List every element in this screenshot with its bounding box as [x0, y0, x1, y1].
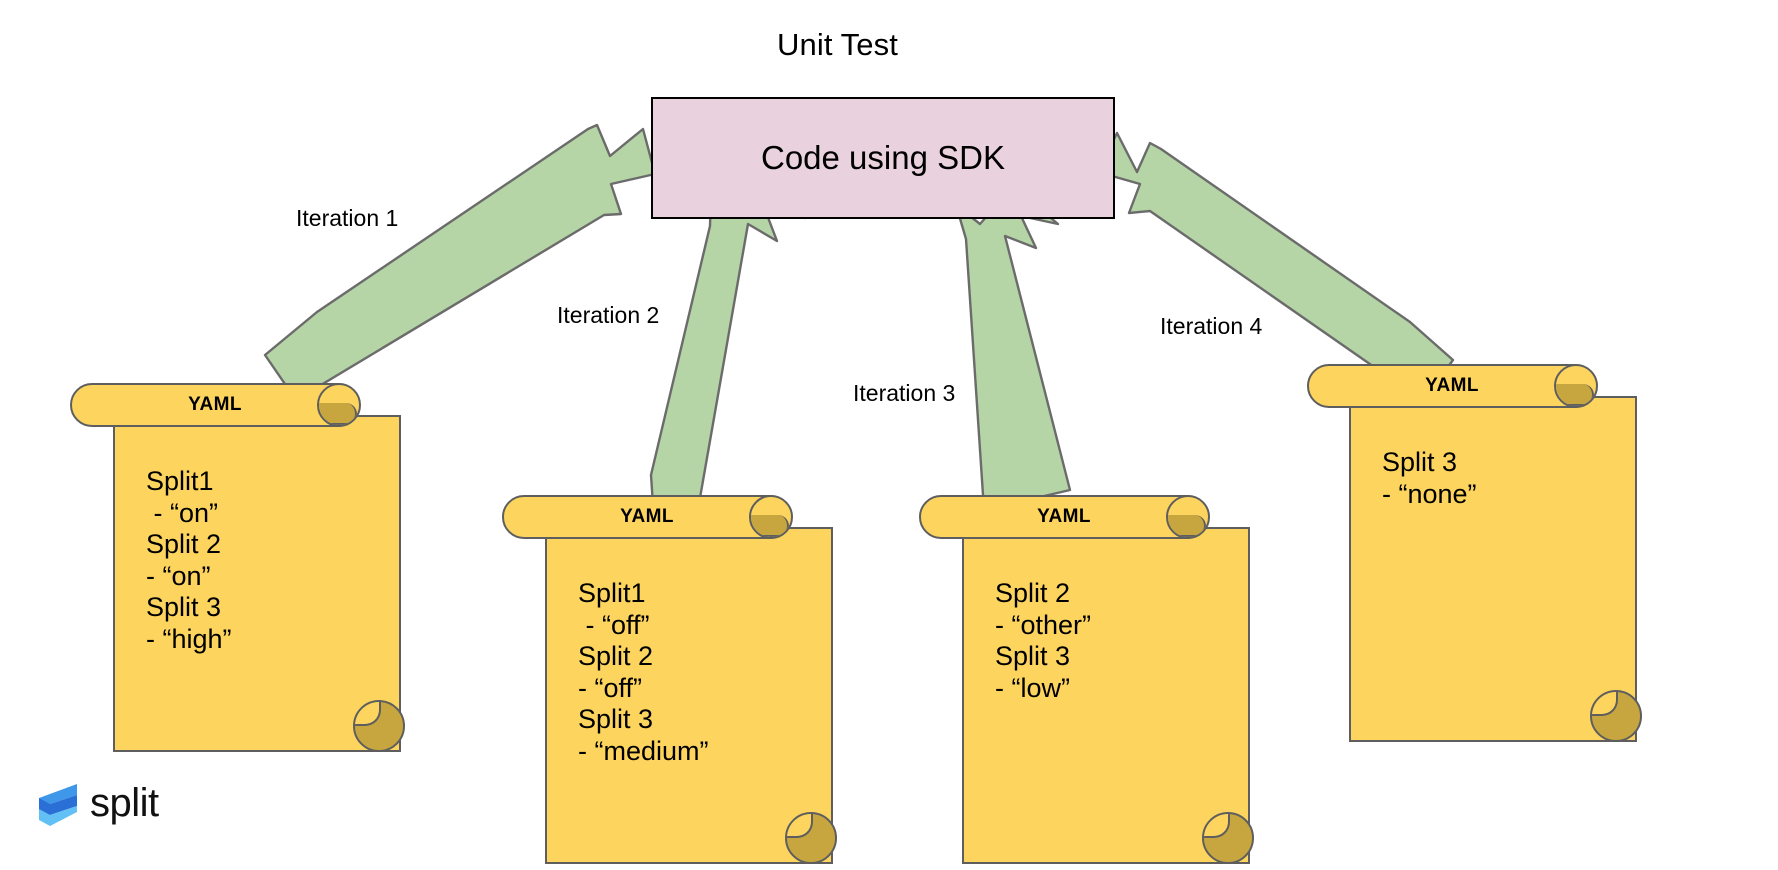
split-lightning-logo-icon [39, 784, 77, 826]
yaml-2-line-4: Split 3 [578, 704, 654, 735]
yaml-1-line-3: - “on” [146, 560, 211, 591]
yaml-document-3-body [962, 527, 1250, 864]
yaml-document-2-top-curl-icon [749, 495, 793, 539]
iteration-2-label: Iteration 2 [557, 302, 660, 328]
arrow-iteration-4 [1096, 131, 1455, 403]
yaml-document-2-bottom-curl-icon [785, 812, 837, 864]
yaml-2-line-5: - “medium” [578, 735, 709, 766]
yaml-document-1-text: Split1 - “on” Split 2 - “on” Split 3 - “… [146, 466, 232, 655]
yaml-4-line-0: Split 3 [1382, 447, 1458, 477]
yaml-document-1-top-curl-icon [317, 383, 361, 427]
yaml-document-2-text: Split1 - “off” Split 2 - “off” Split 3 -… [578, 578, 709, 767]
yaml-document-1-header: YAML [70, 383, 360, 427]
brand-wordmark: split [90, 781, 159, 825]
yaml-document-3-header-label: YAML [1037, 506, 1091, 527]
yaml-2-line-3: - “off” [578, 672, 643, 703]
arrow-iteration-2 [649, 180, 807, 522]
yaml-3-line-2: Split 3 [995, 641, 1071, 672]
yaml-document-1-header-label: YAML [188, 394, 242, 415]
yaml-document-1-body [113, 415, 401, 752]
yaml-1-line-5: - “high” [146, 623, 232, 654]
brand-logo: split [36, 781, 159, 829]
yaml-2-line-0: Split1 [578, 578, 646, 608]
yaml-document-3-top-curl-icon [1166, 495, 1210, 539]
yaml-document-3-bottom-curl-icon [1202, 812, 1254, 864]
yaml-2-line-2: Split 2 [578, 641, 654, 672]
yaml-document-3-header: YAML [919, 495, 1209, 539]
yaml-document-2-header-label: YAML [620, 506, 674, 527]
yaml-document-2-body [545, 527, 833, 864]
iteration-3-label: Iteration 3 [853, 380, 956, 406]
yaml-document-4-body [1349, 396, 1637, 742]
arrow-iteration-3 [954, 184, 1072, 512]
yaml-4-line-1: - “none” [1382, 478, 1477, 509]
yaml-3-line-3: - “low” [995, 672, 1070, 703]
yaml-3-line-0: Split 2 [995, 578, 1071, 608]
yaml-document-3-text: Split 2 - “other” Split 3 - “low” [995, 578, 1091, 704]
yaml-3-line-1: - “other” [995, 609, 1092, 640]
page-title: Unit Test [777, 27, 898, 62]
iteration-4-label: Iteration 4 [1160, 313, 1263, 339]
yaml-1-line-1: - “on” [146, 497, 219, 528]
yaml-document-4-text: Split 3 - “none” [1382, 447, 1477, 510]
yaml-document-4-header: YAML [1307, 364, 1597, 408]
yaml-document-4-header-label: YAML [1425, 375, 1479, 396]
yaml-1-line-2: Split 2 [146, 529, 222, 560]
yaml-document-4-top-curl-icon [1554, 364, 1598, 408]
yaml-2-line-1: - “off” [578, 609, 650, 640]
iteration-1-label: Iteration 1 [296, 205, 399, 231]
arrow-iteration-1 [263, 123, 657, 402]
yaml-document-1-bottom-curl-icon [353, 700, 405, 752]
yaml-document-2-header: YAML [502, 495, 792, 539]
yaml-1-line-4: Split 3 [146, 592, 222, 623]
code-using-sdk-label: Code using SDK [761, 139, 1005, 176]
yaml-document-4-bottom-curl-icon [1590, 690, 1642, 742]
yaml-1-line-0: Split1 [146, 466, 214, 496]
code-using-sdk-box[interactable]: Code using SDK [651, 97, 1115, 219]
